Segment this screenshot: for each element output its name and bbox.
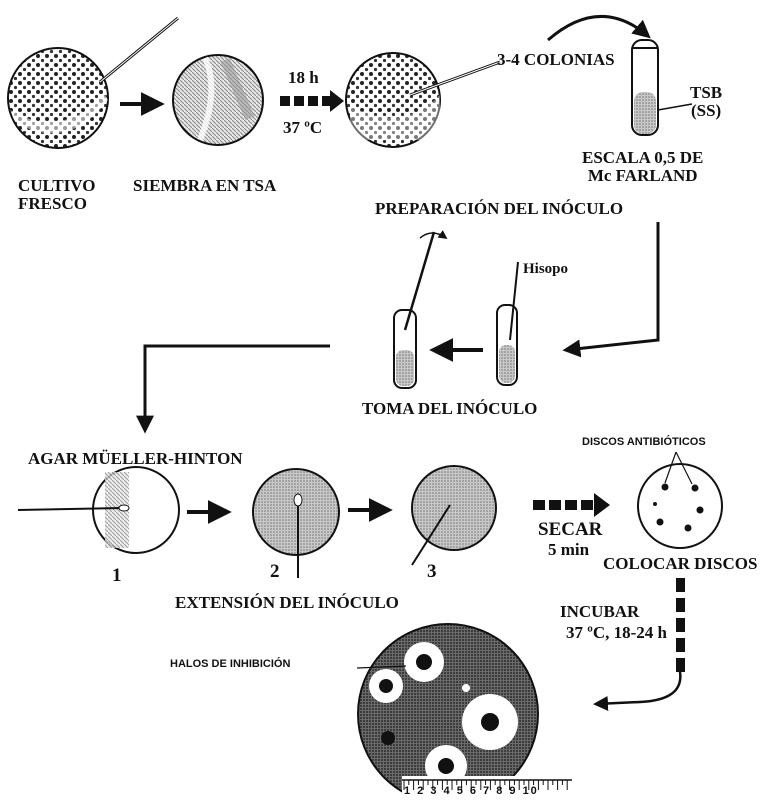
- label-fresh-culture: CULTIVO FRESCO: [18, 177, 95, 213]
- plate-with-discs: [638, 452, 722, 548]
- fresh-culture-plate: [8, 18, 178, 148]
- label-step-3: 3: [427, 562, 437, 582]
- label-take-inoculum: TOMA DEL INÓCULO: [362, 400, 537, 418]
- label-tsb: TSB (SS): [690, 84, 722, 120]
- label-dry-time: 5 min: [548, 541, 589, 559]
- tsb-tube: [632, 40, 692, 135]
- label-mcfarland: ESCALA 0,5 DE Mc FARLAND: [582, 149, 703, 185]
- agar-plate-1: [18, 467, 179, 553]
- dashed-arrow-dry: [533, 493, 610, 517]
- label-step-1: 1: [112, 566, 122, 586]
- label-inhibition-halos: HALOS DE INHIBICIÓN: [170, 659, 290, 671]
- rotating-swab-tube: [394, 232, 446, 388]
- label-incubate-conditions: 37 ºC, 18-24 h: [566, 624, 667, 642]
- label-inoculum-spread: EXTENSIÓN DEL INÓCULO: [175, 594, 399, 612]
- arrow-preparation-down: [566, 222, 658, 350]
- agar-plate-3: [412, 466, 496, 565]
- label-ruler-numbers: 1 2 3 4 5 6 7 8 9 10: [404, 786, 539, 798]
- label-colonies: 3-4 COLONIAS: [497, 51, 615, 69]
- label-step-2: 2: [270, 562, 280, 582]
- label-antibiotic-discs: DISCOS ANTIBIÓTICOS: [582, 437, 706, 449]
- dashed-arrow-incubation: [280, 90, 344, 112]
- arrow-to-tsb-tube: [548, 16, 648, 40]
- arrow-to-agar: [145, 346, 330, 430]
- label-dry: SECAR: [538, 520, 602, 540]
- label-time-18h: 18 h: [288, 69, 319, 87]
- label-agar: AGAR MÜELLER-HINTON: [28, 450, 243, 468]
- label-incubate: INCUBAR: [560, 603, 639, 621]
- label-inoculum-preparation: PREPARACIÓN DEL INÓCULO: [375, 200, 623, 218]
- label-swab: Hisopo: [523, 262, 568, 278]
- label-temp-37c: 37 ºC: [283, 119, 322, 137]
- tsa-plate: [173, 55, 263, 145]
- agar-plate-2: [253, 469, 339, 578]
- label-tsa-streak: SIEMBRA EN TSA: [133, 177, 276, 195]
- swab-tube: [497, 262, 518, 385]
- colony-plate: [346, 53, 500, 147]
- label-place-discs: COLOCAR DISCOS: [603, 555, 757, 573]
